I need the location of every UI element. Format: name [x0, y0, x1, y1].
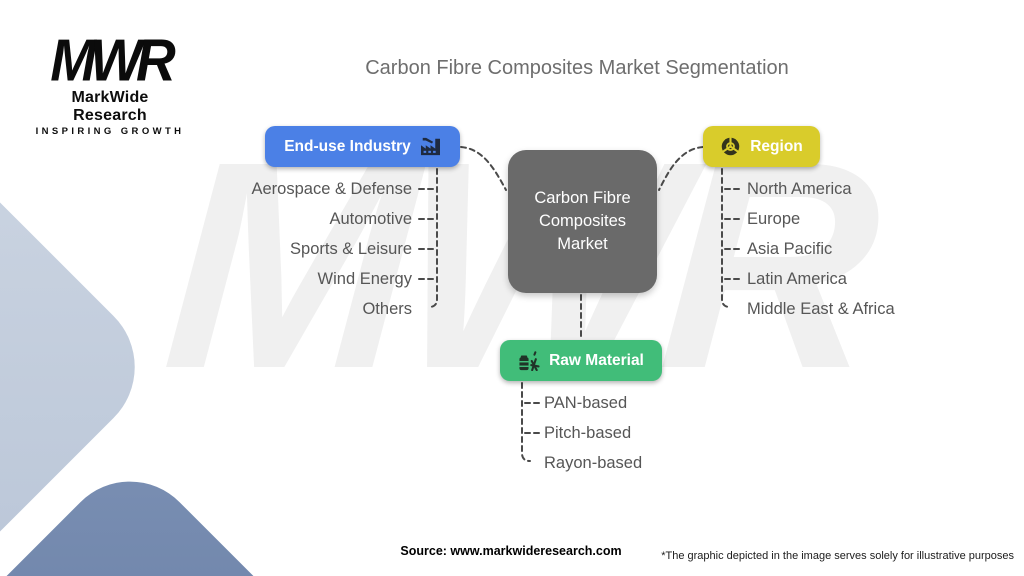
- connector-region-to-center: [658, 146, 704, 191]
- branch-button-end-use-industry: End-use Industry: [265, 126, 460, 167]
- end-use-industry-list: Aerospace & Defense Automotive Sports & …: [150, 174, 412, 324]
- connector-enduse-to-center: [460, 146, 507, 191]
- source-text: Source: www.markwideresearch.com: [400, 544, 622, 558]
- spine-raw: [521, 382, 531, 462]
- list-item: Asia Pacific: [747, 240, 833, 258]
- region-list: North America Europe Asia Pacific Latin …: [747, 174, 1007, 324]
- list-item: Aerospace & Defense: [251, 180, 412, 198]
- branch-label-region: Region: [750, 137, 803, 155]
- spine-region: [721, 168, 731, 308]
- branch-label-raw-material: Raw Material: [549, 351, 644, 369]
- logo-acronym: MWR: [50, 26, 175, 94]
- list-item: Latin America: [747, 270, 847, 288]
- list-item: Rayon-based: [544, 454, 643, 472]
- markwide-logo: MWR MarkWide Research INSPIRING GROWTH: [33, 26, 187, 138]
- branch-label-end-use-industry: End-use Industry: [284, 137, 411, 155]
- list-item: Middle East & Africa: [747, 300, 895, 318]
- list-item: Wind Energy: [317, 270, 412, 288]
- center-node: Carbon Fibre Composites Market: [508, 150, 657, 293]
- list-item: PAN-based: [544, 394, 628, 412]
- branch-button-raw-material: Raw Material: [500, 340, 662, 381]
- list-item: Europe: [747, 210, 801, 228]
- page-title: Carbon Fibre Composites Market Segmentat…: [365, 57, 789, 79]
- list-item: Automotive: [329, 210, 412, 228]
- globe-icon: [720, 136, 741, 157]
- list-item: North America: [747, 180, 852, 198]
- factory-icon: [420, 137, 441, 156]
- logo-tagline: INSPIRING GROWTH: [35, 126, 185, 138]
- spine-enduse: [428, 168, 438, 308]
- list-item: Others: [362, 300, 412, 318]
- logo-name: MarkWide Research: [71, 89, 149, 125]
- branch-button-region: Region: [703, 126, 820, 167]
- list-item: Pitch-based: [544, 424, 632, 442]
- material-icon: [518, 350, 540, 371]
- raw-material-list: PAN-based Pitch-based Rayon-based: [544, 388, 744, 478]
- disclaimer-text: *The graphic depicted in the image serve…: [661, 550, 1014, 562]
- list-item: Sports & Leisure: [290, 240, 412, 258]
